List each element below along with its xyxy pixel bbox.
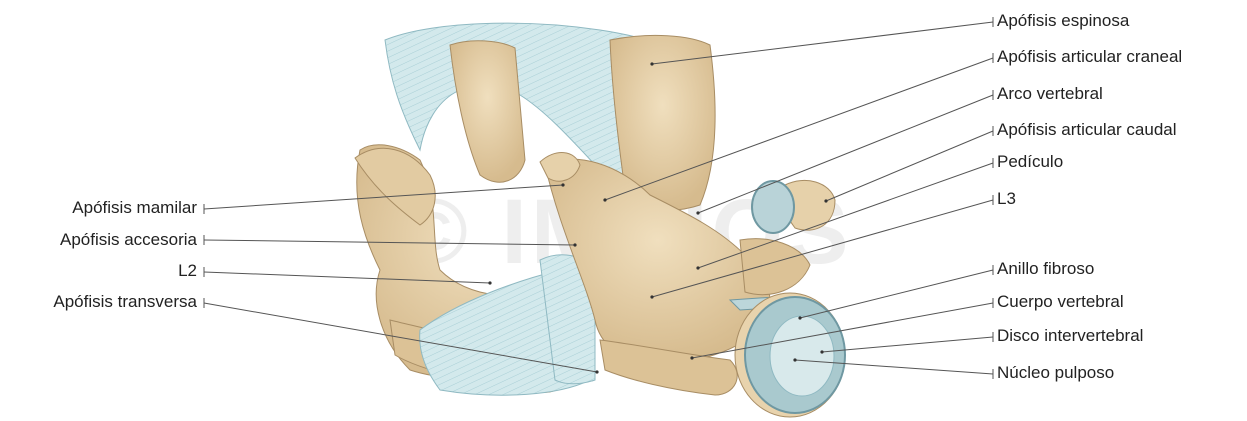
leader-dot: [696, 266, 699, 269]
leader-line: [698, 95, 993, 213]
label-l3: L3: [997, 189, 1016, 209]
leader-dot: [650, 62, 653, 65]
leader-dot: [793, 358, 796, 361]
leader-line: [822, 337, 993, 352]
label-anillo-fibroso: Anillo fibroso: [997, 259, 1094, 279]
label-apofisis-accesoria: Apófisis accesoria: [60, 230, 197, 250]
leader-dot: [603, 198, 606, 201]
label-cuerpo-vertebral: Cuerpo vertebral: [997, 292, 1124, 312]
label-apofisis-articular-caudal: Apófisis articular caudal: [997, 120, 1177, 140]
leader-dot: [824, 199, 827, 202]
label-pediculo: Pedículo: [997, 152, 1063, 172]
label-apofisis-espinosa: Apófisis espinosa: [997, 11, 1129, 31]
leader-dot: [595, 370, 598, 373]
label-nucleo-pulposo: Núcleo pulposo: [997, 363, 1114, 383]
leader-line: [826, 131, 993, 201]
leader-dot: [696, 211, 699, 214]
leader-dot: [820, 350, 823, 353]
leader-line: [698, 163, 993, 268]
leader-dot: [488, 281, 491, 284]
leader-dot: [561, 183, 564, 186]
label-disco-intervertebral: Disco intervertebral: [997, 326, 1143, 346]
l2-spinous-process: [450, 41, 525, 183]
l3-pedicle: [740, 239, 810, 295]
leader-line: [800, 270, 993, 318]
leader-dot: [690, 356, 693, 359]
label-apofisis-articular-craneal: Apófisis articular craneal: [997, 47, 1182, 67]
label-l2: L2: [178, 261, 197, 281]
leader-dot: [798, 316, 801, 319]
label-apofisis-transversa: Apófisis transversa: [53, 292, 197, 312]
label-arco-vertebral: Arco vertebral: [997, 84, 1103, 104]
label-apofisis-mamilar: Apófisis mamilar: [72, 198, 197, 218]
nucleus-pulposus: [770, 316, 834, 396]
leader-dot: [573, 243, 576, 246]
leader-dot: [650, 295, 653, 298]
